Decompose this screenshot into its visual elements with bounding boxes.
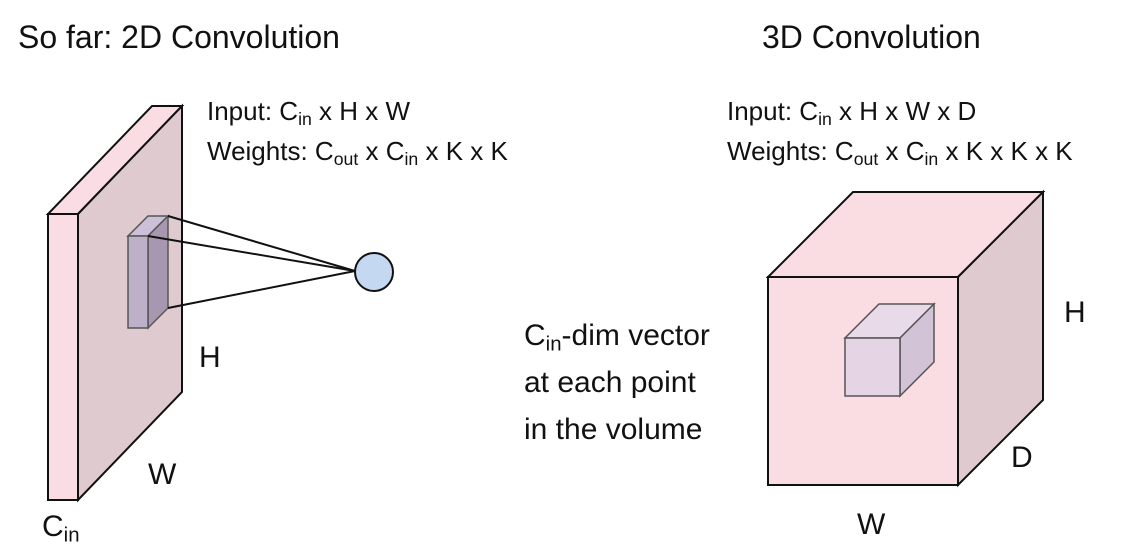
label-cin-2d-base: C xyxy=(42,510,64,543)
input-formula-2d: Input: Cin x H x W xyxy=(207,96,411,128)
description-line-1-sub: in xyxy=(545,333,562,356)
weights-formula-3d-prefix: Weights: C xyxy=(727,136,854,166)
filter-side-face xyxy=(147,214,169,330)
label-d-3d: D xyxy=(1011,441,1033,474)
input-slab-front-face xyxy=(47,213,79,501)
output-neuron xyxy=(354,252,394,292)
label-cin-2d-sub: in xyxy=(63,524,80,547)
description-line-1-suffix: -dim vector xyxy=(561,319,710,352)
weights-formula-2d-sub-out: out xyxy=(333,148,359,169)
label-w-3d: W xyxy=(857,508,886,541)
description-line-3: in the volume xyxy=(524,413,703,446)
input-formula-3d-prefix: Input: C xyxy=(727,96,819,126)
title-3d-convolution: 3D Convolution xyxy=(762,19,981,55)
description-line-1-prefix: C xyxy=(524,319,546,352)
filter-front-face xyxy=(127,235,149,329)
weights-formula-2d-sub-in: in xyxy=(404,148,419,169)
connection-line-top xyxy=(167,215,356,272)
weights-formula-3d: Weights: Cout x Cin x K x K x K xyxy=(727,136,1073,168)
weights-formula-3d-sub-in: in xyxy=(924,148,939,169)
input-formula-3d-suffix: x H x W x D xyxy=(831,96,977,126)
input-formula-3d-sub: in xyxy=(818,108,832,129)
weights-formula-3d-sub-out: out xyxy=(853,148,879,169)
input-formula-2d-suffix: x H x W xyxy=(311,96,411,126)
label-h-2d: H xyxy=(199,341,221,374)
connection-line-middle xyxy=(147,235,356,272)
label-cin-2d: Cin xyxy=(42,510,80,546)
input-formula-2d-sub: in xyxy=(298,108,312,129)
kernel-cube-front-face xyxy=(844,337,901,397)
title-2d-convolution: So far: 2D Convolution xyxy=(18,19,340,55)
description-line-1: Cin-dim vector xyxy=(524,312,710,359)
weights-formula-3d-mid: x C xyxy=(878,136,925,166)
label-w-2d: W xyxy=(148,458,177,491)
weights-formula-2d-mid: x C xyxy=(358,136,405,166)
input-formula-2d-prefix: Input: C xyxy=(207,96,299,126)
input-formula-3d: Input: Cin x H x W x D xyxy=(727,96,977,128)
label-h-3d: H xyxy=(1064,296,1086,329)
weights-formula-2d-prefix: Weights: C xyxy=(207,136,334,166)
weights-formula-2d: Weights: Cout x Cin x K x K xyxy=(207,136,508,168)
cin-vector-description: Cin-dim vector at each point in the volu… xyxy=(524,312,710,453)
weights-formula-2d-suffix: x K x K xyxy=(418,136,508,166)
connection-line-bottom xyxy=(167,270,356,309)
weights-formula-3d-suffix: x K x K x K xyxy=(938,136,1073,166)
description-line-2: at each point xyxy=(524,366,696,399)
